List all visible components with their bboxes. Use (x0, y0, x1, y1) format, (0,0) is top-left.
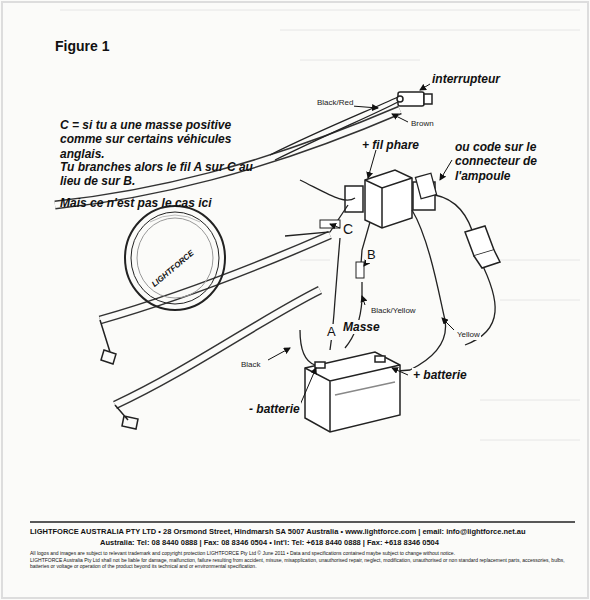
wire-color: Brown (410, 119, 435, 129)
note-text: ou code sur le connecteur de l'ampoule (455, 140, 570, 183)
wire-color: Black/Yellow (370, 306, 417, 316)
note-text: Mais ce n'est pas le cas ici (60, 196, 212, 210)
lamp-logo: LIGHTFORCE (150, 249, 196, 290)
wire-color: Yellow (456, 330, 481, 340)
note-text: Tu branches alors le fil A sur C au lieu… (60, 160, 260, 189)
wire-letter: C (342, 221, 354, 238)
wire-color: Black/Red (316, 98, 354, 108)
footer-text: LIGHTFORCE AUSTRALIA PTY LTD • 28 Orsmon… (30, 527, 575, 536)
part-label: Masse (342, 320, 381, 334)
part-label: interrupteur (432, 72, 500, 86)
wire-letter: A (326, 324, 337, 340)
wire-letter: B (366, 247, 377, 263)
footer-text: Australia: Tel: 08 8440 0888 | Fax: 08 8… (100, 538, 570, 547)
figure-title: Figure 1 (55, 38, 109, 55)
part-label: + fil phare (362, 138, 419, 152)
part-label: + batterie (412, 368, 468, 382)
note-text: C = si tu a une masse positive comme sur… (60, 118, 260, 161)
footer-fineprint: All logos and images are subject to rele… (30, 550, 575, 556)
part-label: - batterie (248, 402, 301, 416)
wire-color: Black (240, 360, 262, 370)
footer-fineprint: LIGHTFORCE Australia Pty Ltd shall not b… (30, 557, 575, 569)
